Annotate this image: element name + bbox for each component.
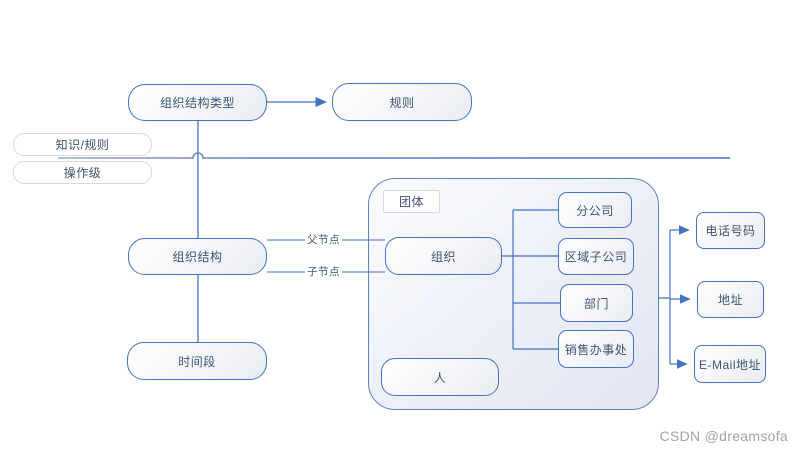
node-org-structure-type: 组织结构类型 <box>128 84 267 121</box>
level-divider-line <box>58 152 730 159</box>
node-organization: 组织 <box>385 237 502 275</box>
csdn-watermark: CSDN @dreamsofa <box>659 428 788 444</box>
node-branch-company: 分公司 <box>558 192 632 228</box>
node-phone-number: 电话号码 <box>696 212 765 249</box>
node-regional-subsidiary: 区域子公司 <box>558 238 634 275</box>
node-address: 地址 <box>697 281 764 318</box>
group-tag: 团体 <box>383 190 440 213</box>
node-sales-office: 销售办事处 <box>558 330 634 368</box>
node-org-structure: 组织结构 <box>128 238 267 275</box>
edge-label-parent-node: 父节点 <box>305 233 342 247</box>
node-time-period: 时间段 <box>127 342 267 380</box>
node-email-address: E-Mail地址 <box>694 345 766 383</box>
label-knowledge-rules-level: 知识/规则 <box>13 133 152 156</box>
node-person: 人 <box>381 358 499 396</box>
node-department: 部门 <box>560 284 633 322</box>
edge-label-child-node: 子节点 <box>305 265 342 279</box>
label-operation-level: 操作级 <box>13 161 152 184</box>
node-rule: 规则 <box>332 83 472 121</box>
contact-trunk <box>658 230 671 364</box>
